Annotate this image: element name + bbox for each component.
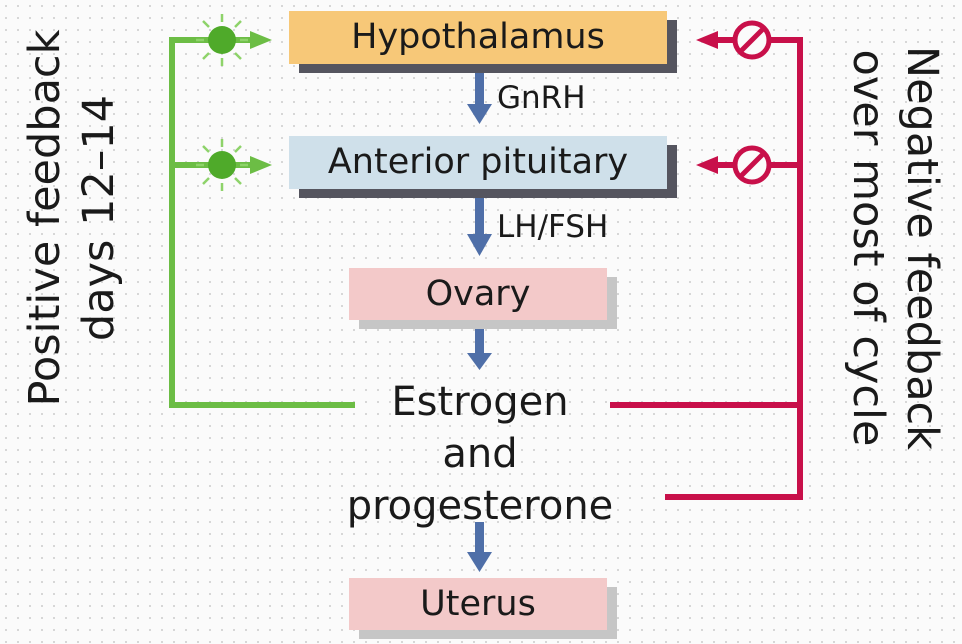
hypothalamus-label: Hypothalamus [351, 17, 605, 57]
stimulation-burst-icon [196, 139, 248, 191]
positive-feedback-line [169, 37, 355, 408]
uterus-label: Uterus [420, 583, 536, 624]
positive-arrowhead-pituitary [250, 156, 272, 174]
estrogen-text: Estrogen [391, 379, 569, 425]
gnrh-label: GnRH [497, 80, 586, 116]
flow-arrow-lh-fsh [467, 194, 492, 256]
inhibition-icon [732, 20, 772, 60]
progesterone-text: progesterone [346, 483, 614, 529]
anterior-pituitary-box: Anterior pituitary [289, 136, 667, 189]
lh-fsh-label: LH/FSH [497, 209, 609, 245]
flow-arrow-gnrh [467, 68, 492, 124]
positive-arrowhead-hypothalamus [250, 31, 272, 49]
inhibition-icon [732, 145, 772, 185]
negative-feedback-line1: Negative feedback [897, 45, 947, 451]
negative-feedback-caption: Negative feedback over most of cycle [841, 46, 949, 450]
anterior-pituitary-label: Anterior pituitary [327, 142, 629, 182]
hypothalamus-box: Hypothalamus [289, 11, 667, 64]
positive-feedback-line1: Positive feedback [20, 29, 70, 407]
stimulation-burst-icon [196, 14, 248, 66]
negative-feedback-line [665, 37, 803, 500]
flow-arrow-uterus [467, 522, 492, 572]
negative-feedback-line2: over most of cycle [843, 49, 893, 447]
positive-feedback-caption: Positive feedback days 12–14 [18, 30, 126, 407]
estrogen-progesterone-label: Estrogen and progesterone [310, 376, 650, 532]
positive-feedback-line2: days 12–14 [74, 94, 124, 342]
ovary-box: Ovary [349, 268, 607, 320]
flow-arrow-ovary [467, 327, 492, 370]
negative-arrowhead-pituitary [696, 156, 718, 174]
negative-arrowhead-hypothalamus [696, 31, 718, 49]
positive-feedback-loop [169, 37, 355, 408]
uterus-box: Uterus [349, 578, 607, 630]
and-text: and [442, 431, 518, 477]
ovary-label: Ovary [425, 273, 531, 314]
